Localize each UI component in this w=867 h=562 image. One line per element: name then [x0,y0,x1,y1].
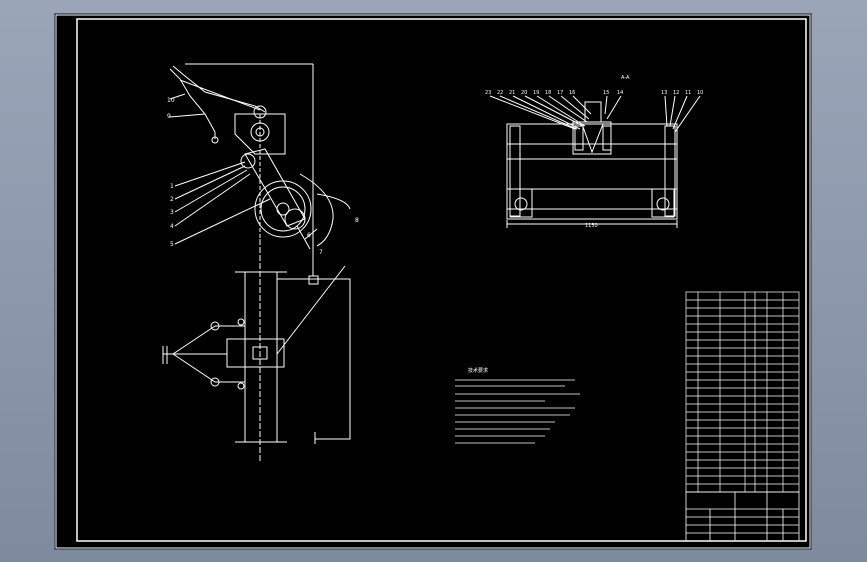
left-lower-assembly [162,239,351,462]
callout-13: 13 [661,90,667,96]
outer-frame [55,14,811,549]
callout-23: 23 [485,90,491,96]
drawing-viewport[interactable]: 10 9 1 2 3 4 5 6 7 8 A-A [55,14,811,549]
parts-list [685,291,800,493]
callout-21: 21 [509,90,515,96]
callout-12: 12 [673,90,679,96]
tech-requirements-lines [455,379,580,444]
left-upper-callouts: 10 9 1 2 3 4 5 6 7 8 [167,97,359,256]
callout-9: 9 [167,113,171,120]
callout-1: 1 [170,183,174,190]
title-block [685,491,800,542]
callout-20: 20 [521,90,527,96]
callout-19: 19 [533,90,539,96]
tech-requirements-title: 技术要求 [468,367,488,374]
callout-14: 14 [617,90,623,96]
dimension-width: 1150 [585,223,598,229]
callout-4: 4 [170,223,174,230]
callout-6: 6 [307,232,311,239]
callout-11: 11 [685,90,691,96]
cad-drawing: 10 9 1 2 3 4 5 6 7 8 A-A [55,14,811,549]
callout-22: 22 [497,90,503,96]
callout-18: 18 [545,90,551,96]
inner-frame [76,18,807,542]
callout-5: 5 [170,241,174,248]
callout-17: 17 [557,90,563,96]
section-label: A-A [621,75,630,81]
callout-3: 3 [170,209,174,216]
callout-16: 16 [569,90,575,96]
callout-7: 7 [319,249,323,256]
callout-10: 10 [167,97,175,104]
callout-15: 15 [603,90,609,96]
section-callouts: 23 22 21 20 19 18 17 16 15 14 13 12 11 1… [485,90,703,96]
callout-2: 2 [170,196,174,203]
callout-10b: 10 [697,90,703,96]
callout-8: 8 [355,217,359,224]
section-view [489,95,701,228]
left-upper-mechanism [169,63,351,274]
